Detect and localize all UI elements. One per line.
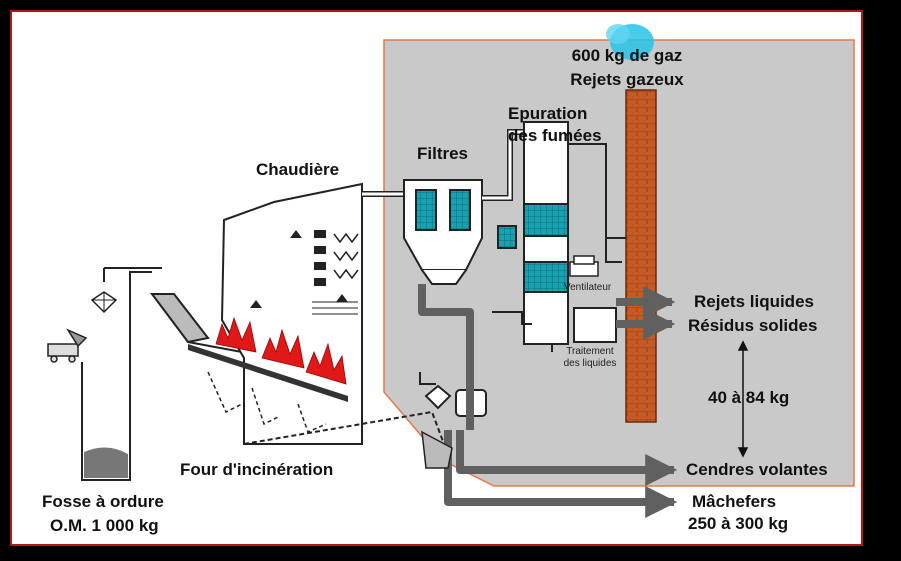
boiler-label: Chaudière [256,160,340,179]
liquid-treatment-label-2: des liquides [563,358,617,369]
grab-crane-icon [90,291,118,314]
filters-label: Filtres [417,144,469,163]
filters-unit [403,179,483,285]
waste-pit [81,267,162,481]
bottom-ash-label: Mâchefers [692,492,777,511]
gas-amount-label: 600 kg de gaz [571,46,683,65]
diagram-frame: 600 kg de gaz Rejets gazeux Epuration de… [10,10,863,546]
fan-label: Ventilateur [564,282,612,293]
incinerator-label: Four d'incinération [180,460,334,479]
liquid-treatment-box [573,307,617,343]
fan-icon [569,255,599,277]
liquid-waste-label: Rejets liquides [694,292,814,311]
feed-hopper [150,293,243,353]
chimney [625,89,657,423]
incinerator-diagram [47,24,855,518]
boiler-coil [333,232,359,280]
liquid-treatment-label-1: Traitement [566,346,614,357]
fly-ash-label: Cendres volantes [686,460,828,479]
flow-fly-ash [456,430,678,486]
range-arrow [737,340,749,458]
residue-range-label: 40 à 84 kg [708,388,790,407]
ash-hoppers [207,371,327,434]
fume-treatment-label-2: des fumées [508,126,602,145]
fume-treatment-label-1: Epuration [508,104,588,123]
solid-residues-label: Résidus solides [688,316,818,335]
residue-silo [419,372,452,410]
flames [215,316,347,385]
incinerator-grate [188,344,348,402]
truck-icon [47,328,88,363]
boiler-tubes [314,230,326,286]
boiler [220,182,363,445]
pit-label-2: O.M. 1 000 kg [50,516,159,535]
pit-label-1: Fosse à ordure [42,492,164,511]
scrubber-tower [497,121,569,345]
flow-filter-down [418,284,474,430]
gas-emissions-label: Rejets gazeux [570,70,684,89]
bottom-ash-range-label: 250 à 300 kg [688,514,789,533]
